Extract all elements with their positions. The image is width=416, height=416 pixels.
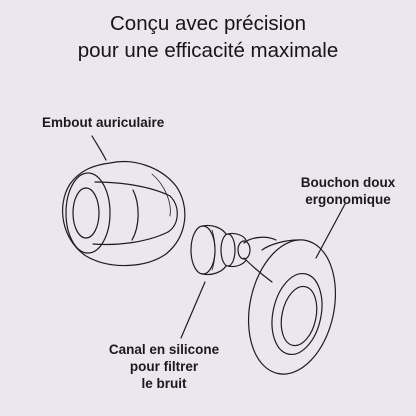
leader-line-embout	[91, 135, 107, 161]
page-title: Conçu avec précision pour une efficacité…	[0, 10, 416, 64]
ear-tip-illustration	[62, 160, 186, 267]
label-bouchon-line-1: Bouchon doux	[300, 175, 396, 190]
label-canal-line-1: Canal en silicone	[108, 342, 220, 357]
label-canal-line-2: pour filtrer	[129, 359, 199, 374]
leader-line-bouchon	[315, 203, 346, 259]
label-canal-line-3: le bruit	[141, 376, 187, 391]
title-line-1: Conçu avec précision	[110, 12, 306, 35]
leader-line-canal	[180, 281, 206, 339]
label-bouchon-line-2: ergonomique	[305, 192, 391, 207]
soft-plug-illustration	[237, 236, 337, 375]
label-canal: Canal en silicone pour filtrer le bruit	[94, 341, 234, 392]
label-embout: Embout auriculaire	[42, 115, 165, 130]
silicone-channel-illustration	[190, 224, 247, 276]
label-bouchon: Bouchon doux ergonomique	[288, 174, 408, 208]
title-line-2: pour une efficacité maximale	[77, 39, 339, 62]
